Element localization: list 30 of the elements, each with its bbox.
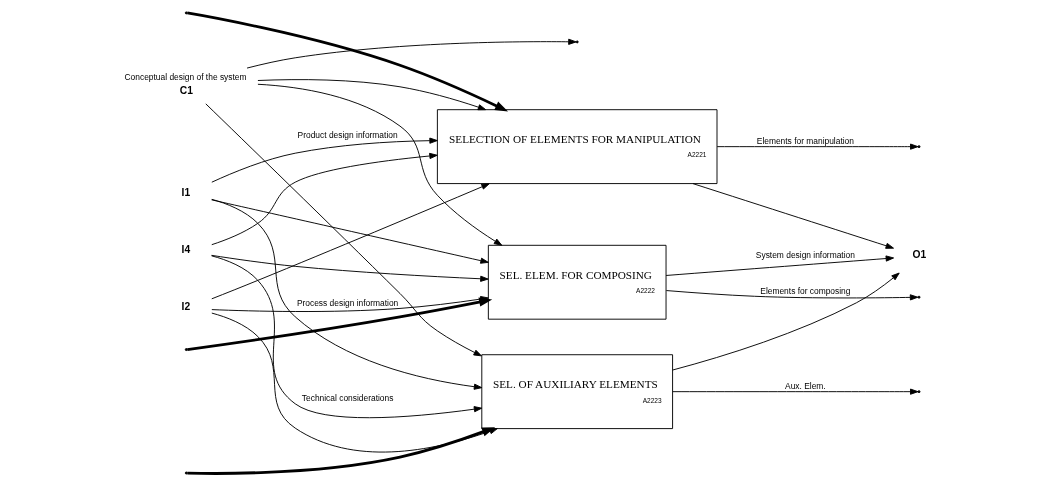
edge-label: Elements for composing bbox=[760, 285, 851, 296]
edge-label: Elements for manipulation bbox=[756, 136, 854, 147]
edge-label: Product design information bbox=[297, 130, 398, 141]
arrow bbox=[246, 38, 577, 69]
edge-label: System design information bbox=[755, 250, 855, 261]
arrow bbox=[205, 103, 482, 357]
arrow bbox=[211, 254, 489, 282]
node-text: I4 bbox=[181, 244, 191, 256]
arrow bbox=[665, 255, 895, 276]
node-text: I1 bbox=[181, 187, 191, 199]
arrow bbox=[211, 137, 438, 183]
arrow bbox=[211, 183, 490, 300]
arrow bbox=[211, 199, 489, 264]
edge-label: Aux. Elem. bbox=[785, 381, 826, 392]
arrow bbox=[672, 272, 900, 371]
arrow bbox=[257, 79, 487, 111]
node-label: Conceptual design of the system bbox=[124, 72, 247, 83]
arrow bbox=[672, 388, 919, 395]
arrow bbox=[187, 11, 509, 112]
edge-label: Technical considerations bbox=[301, 393, 394, 404]
arrow bbox=[211, 152, 438, 246]
node-text: I2 bbox=[181, 301, 191, 313]
arrow bbox=[692, 183, 894, 249]
node-text: O1 bbox=[912, 248, 927, 260]
edge-label: Process design information bbox=[296, 297, 399, 308]
node-text: C1 bbox=[179, 85, 193, 97]
arrow bbox=[257, 83, 503, 246]
arrow bbox=[211, 255, 483, 419]
arrow bbox=[211, 198, 483, 390]
arrow bbox=[665, 290, 919, 301]
